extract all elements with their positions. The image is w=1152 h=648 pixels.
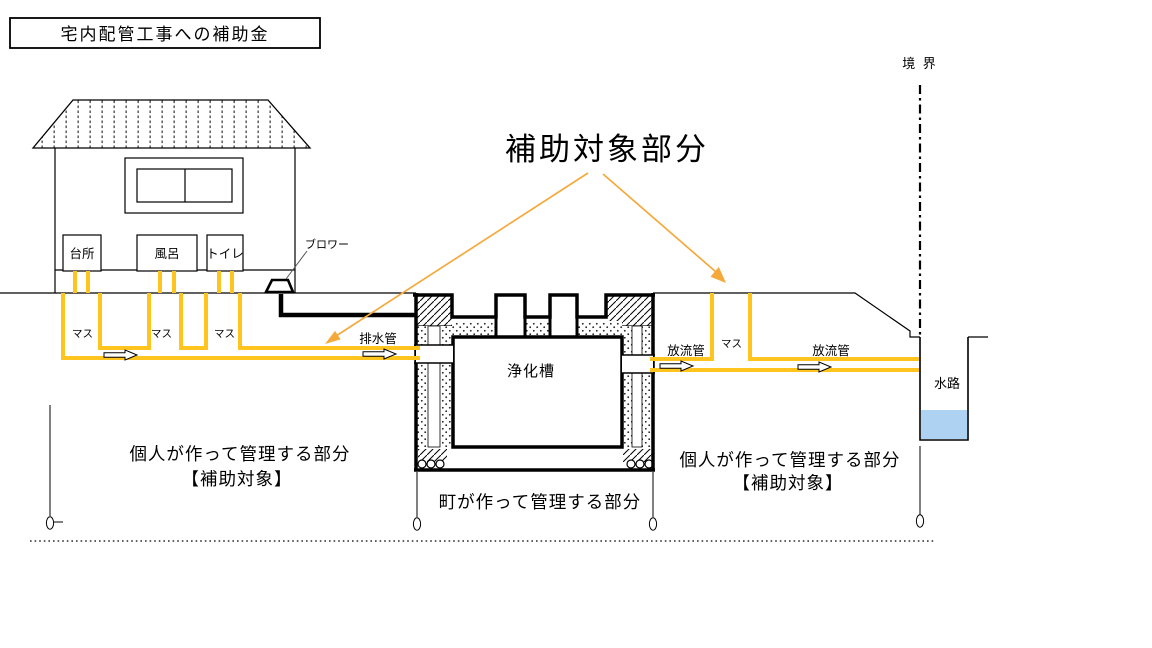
outlet-channel	[622, 355, 653, 373]
masu-label-right: マス	[721, 338, 742, 350]
subsidy-arrowhead-right	[710, 266, 726, 283]
room-kitchen-label: 台所	[69, 246, 94, 261]
blower-air-pipe	[278, 294, 416, 318]
tank-ceiling-fill	[452, 321, 622, 337]
region-middle-line1: 町が作って管理する部分	[439, 492, 642, 512]
masu-label-1: マス	[72, 328, 93, 340]
inlet-channel	[416, 345, 453, 363]
flow-arrows	[103, 348, 833, 373]
tank-cavity	[451, 335, 624, 449]
waterway-label: 水路	[934, 376, 960, 391]
yellow-piping	[61, 271, 920, 372]
water	[921, 410, 967, 439]
tank-label: 浄化槽	[507, 363, 555, 380]
blower: ブロワー	[263, 237, 416, 318]
blower-leader-line	[285, 250, 308, 280]
tank-top-profile	[413, 293, 655, 319]
subsidy-leader-right	[602, 173, 717, 273]
tank-slab-hatch-left	[418, 449, 447, 462]
dimension-end-circle	[412, 517, 422, 531]
tank-riser	[494, 293, 527, 339]
tank-wall-right-gap	[631, 325, 643, 448]
subsidy-target-label: 補助対象部分	[505, 132, 709, 167]
dimension-end-circle	[648, 517, 658, 531]
ground-line-right	[653, 292, 920, 338]
room-toilet-label: トイレ	[206, 247, 244, 261]
flow-arrow	[103, 349, 139, 361]
dimension-end-circle	[915, 514, 925, 528]
subsidy-leader-lines	[335, 172, 717, 337]
tank-gravel-circles	[417, 459, 654, 469]
house: 台所 風呂 トイレ	[31, 99, 312, 293]
masu-label-3: マス	[214, 328, 235, 340]
blower-icon	[263, 278, 295, 294]
title-box: 宅内配管工事への補助金	[9, 17, 321, 49]
masu-label-2: マス	[151, 328, 172, 340]
tank-wall-left-gap	[427, 325, 441, 448]
tank-hatch-top-left	[416, 295, 452, 326]
dimension-end-circle	[45, 516, 55, 530]
drain-pipe-bottom	[61, 293, 420, 360]
region-right-line2: 【補助対象】	[733, 473, 844, 493]
drain-pipe-label: 排水管	[359, 331, 397, 346]
subsidy-leader-left	[335, 172, 589, 337]
subsidy-arrowhead-left	[325, 330, 341, 344]
region-left-line2: 【補助対象】	[182, 469, 293, 489]
flow-arrow	[659, 360, 695, 372]
discharge-pipe-label-1: 放流管	[667, 343, 705, 358]
roof	[31, 99, 312, 149]
region-left-line1: 個人が作って管理する部分	[129, 444, 350, 464]
flow-arrow	[362, 348, 398, 360]
tank-slab-hatch-right	[623, 449, 652, 462]
room-bath-label: 風呂	[154, 247, 179, 261]
dimension-lines	[45, 405, 925, 531]
blower-label: ブロワー	[305, 237, 349, 251]
waterway: 水路	[919, 336, 988, 441]
discharge-pipe-label-2: 放流管	[812, 343, 850, 358]
boundary-label: 境 界	[902, 56, 938, 71]
page-title: 宅内配管工事への補助金	[61, 25, 270, 44]
septic-tank: 浄化槽	[413, 293, 655, 472]
tank-hatch-top-right	[606, 295, 652, 326]
room-toilet	[206, 234, 244, 272]
room-bath	[136, 234, 198, 272]
waterway-walls	[919, 337, 969, 441]
room-kitchen	[62, 234, 102, 272]
tank-slab	[418, 449, 651, 468]
flow-arrow	[797, 361, 833, 373]
region-labels: 個人が作って管理する部分 【補助対象】 町が作って管理する部分 個人が作って管理…	[129, 444, 900, 512]
region-right-line1: 個人が作って管理する部分	[679, 450, 900, 470]
tank-riser	[548, 293, 579, 339]
